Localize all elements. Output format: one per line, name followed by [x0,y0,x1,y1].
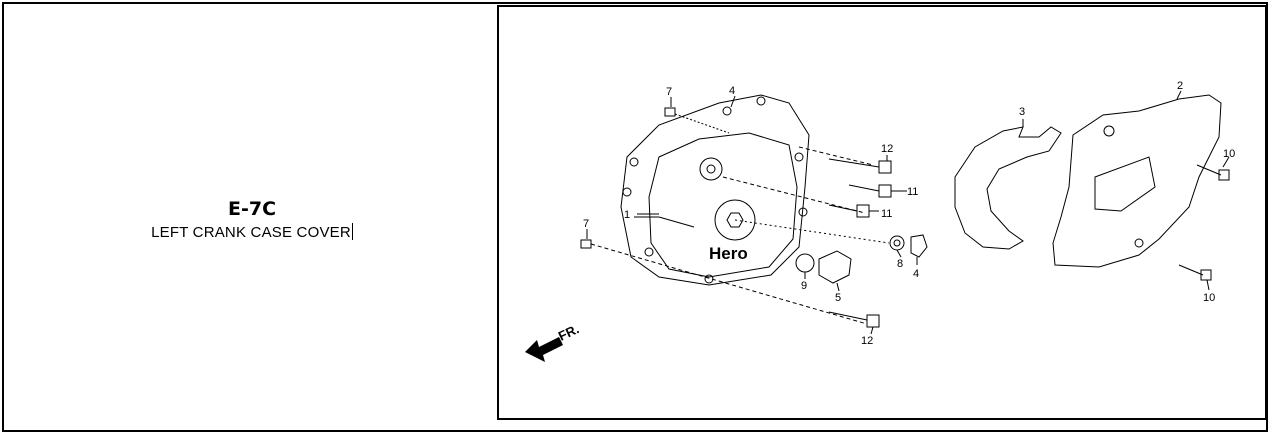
front-direction-arrow: FR. [525,321,581,362]
cover-brand-text: Hero [709,244,748,263]
exploded-parts-diagram: Hero FR. 1 2 3 4 4 5 7 7 8 9 10 10 11 11… [497,5,1267,420]
bolt-12-lower-head [866,314,880,328]
text-cursor [351,223,353,240]
diagram-canvas: Hero FR. 1 2 3 4 4 5 7 7 8 9 10 10 11 11… [525,80,1235,362]
washer-8-inner [893,239,901,247]
callout-8: 8 [897,258,903,270]
bolt-11-upper-head [878,184,892,198]
callout-10-upper: 10 [1223,148,1235,160]
callout-4-upper: 4 [729,85,735,97]
section-code: E-7C [227,198,277,220]
section-title-wrap: LEFT CRANK CASE COVER [4,223,500,241]
outer-cover-2 [1052,94,1222,268]
bolt-10-upper-head [1218,169,1230,181]
section-title: LEFT CRANK CASE COVER [151,224,351,241]
cover-gasket-outline [620,94,810,286]
callout-7-upper: 7 [666,86,672,98]
guide-plate-3 [954,126,1062,250]
outer-cover-2-bolt-hole [1103,125,1115,137]
cover-bolt-hole [644,247,654,257]
outer-cover-2-window [1094,156,1156,212]
cover-bolt-hole [794,152,804,162]
callout-10-lower: 10 [1203,292,1215,304]
callout-2: 2 [1177,80,1183,92]
cover-bolt-hole [756,96,766,106]
callout-11-lower: 11 [881,208,892,220]
bolt-10-lower-head [1200,269,1212,281]
crank-case-cover-body [648,132,798,278]
cover-bolt-hole [704,274,714,284]
callout-11-upper: 11 [907,186,918,198]
callout-4-lower: 4 [913,268,919,280]
title-panel: E-7C LEFT CRANK CASE COVER [4,4,500,430]
callout-12-upper: 12 [881,143,893,155]
cover-bolt-hole [798,207,808,217]
dowel-pin-lower [580,239,592,249]
bolt-12-upper-head [878,160,892,174]
washer-8 [889,235,905,251]
callout-9: 9 [801,280,807,292]
callout-7-lower: 7 [583,218,589,230]
bolt-11-lower-head [856,204,870,218]
cover-center-plug [714,199,756,241]
direction-label: FR. [556,321,581,343]
cover-bolt-hole [722,106,732,116]
dowel-pin-upper [664,107,676,117]
cover-bolt-hole [622,187,632,197]
outer-cover-2-bolt-hole [1134,238,1144,248]
o-ring-9 [795,253,815,273]
plug-5 [818,250,852,284]
callout-3: 3 [1019,106,1025,118]
callout-1: 1 [624,209,630,221]
plug-4 [910,234,928,258]
callout-5: 5 [835,292,841,304]
cover-center-plug-hex [726,212,744,228]
callout-12-lower: 12 [861,335,873,347]
cover-top-plug [699,157,723,181]
cover-bolt-hole [629,157,639,167]
cover-top-plug-inner [706,164,716,174]
